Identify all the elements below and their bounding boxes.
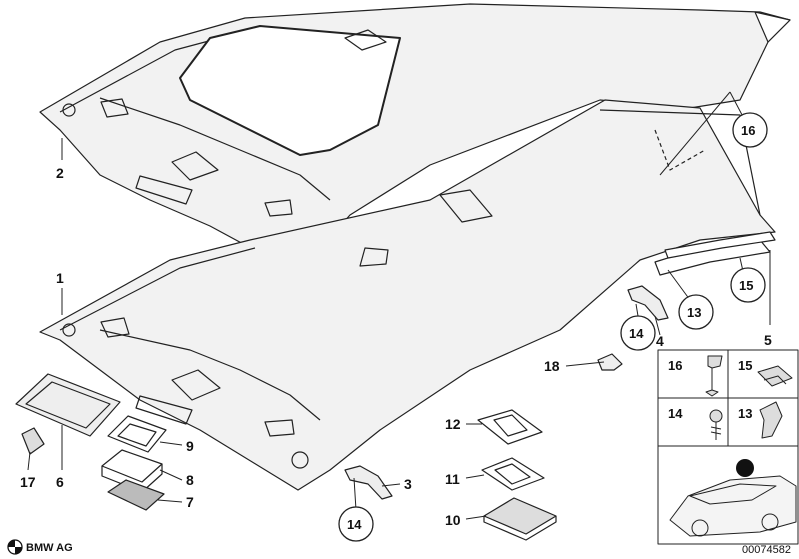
sun-visor-recess-left [100,98,129,118]
callout-label-6: 6 [56,474,64,490]
callout-label-14-right: 14 [629,326,644,341]
callout-label-11: 11 [445,471,460,487]
sun-visor-recess-lower [100,317,130,338]
legend-label-14: 14 [668,406,683,421]
callout-label-13-right: 13 [687,305,701,320]
cover-frame-12 [477,409,543,445]
cover-bracket-11 [481,457,545,491]
callout-label-1: 1 [56,270,64,286]
legend-label-13: 13 [738,406,752,421]
callout-label-3: 3 [404,476,412,492]
handle-recess-lower [135,395,193,425]
lamp-holder-8 [101,449,163,483]
callout-circles [338,112,768,542]
callout-label-14-bottom: 14 [347,517,362,532]
car-overview-icon [669,459,797,537]
mount-point-lower [291,451,309,469]
cap-17 [21,427,45,455]
callout-label-10: 10 [445,512,461,528]
lamp-frame-9 [107,415,167,453]
callout-label-17: 17 [20,474,36,490]
callout-label-12: 12 [445,416,461,432]
callout-label-15-right: 15 [739,278,753,293]
callout-label-8: 8 [186,472,194,488]
expanding-rivet-icon [705,355,723,397]
location-marker-icon [736,459,754,477]
brand-name: BMW AG [26,542,73,554]
fastener-legend [657,349,799,545]
legend-label-16: 16 [668,358,682,373]
bracket-3 [344,465,393,500]
callout-label-9: 9 [186,438,194,454]
clamp-icon [759,401,783,439]
bmw-logo-icon [7,539,23,555]
bracket-4 [627,285,669,321]
sunroof-opening [179,25,401,156]
callout-label-18: 18 [544,358,560,374]
callout-label-16-top: 16 [741,123,755,138]
clip-18 [597,353,623,371]
cover-6 [15,373,121,437]
callout-label-4: 4 [656,333,664,349]
screw-icon [709,409,723,423]
light-recess-upper [171,151,219,181]
callout-label-2: 2 [56,165,64,181]
callout-label-7: 7 [186,494,194,510]
callout-label-5: 5 [764,332,772,348]
diagram-code: 00074582 [742,544,791,556]
headliner-lower [39,99,776,491]
sealing-strip-15 [664,231,776,259]
handle-recess-upper [135,175,193,205]
lamp-lens-7 [107,479,165,511]
legend-label-15: 15 [738,358,752,373]
light-recess-lower [171,369,221,401]
